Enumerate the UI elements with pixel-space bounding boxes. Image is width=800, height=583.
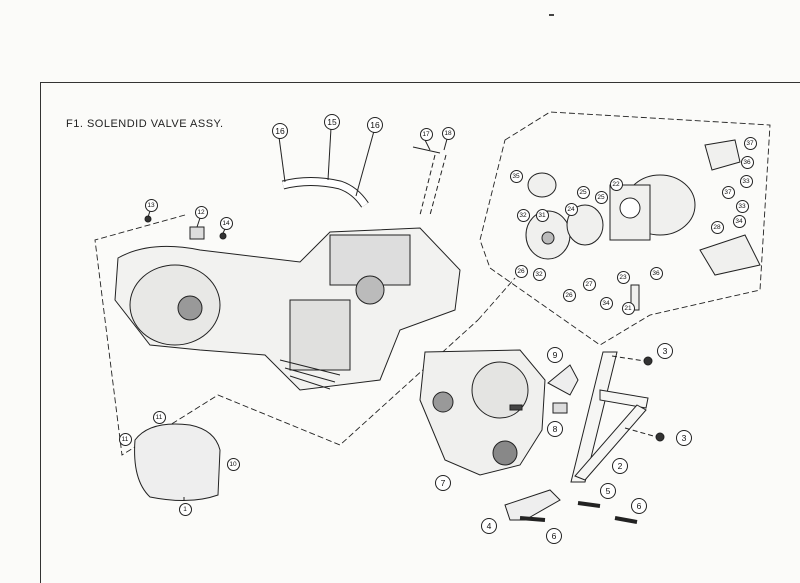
callout-21: 21 [621,301,635,315]
callout-34: 34 [599,296,613,310]
bracket-plate-9 [547,364,579,396]
callout-18: 18 [441,126,455,140]
callout-2: 2 [612,458,628,474]
bracket-17-18 [412,138,448,216]
callout-15: 15 [324,114,340,130]
callout-25: 25 [594,190,608,204]
callout-23: 23 [616,270,630,284]
callout-34: 34 [732,214,746,228]
callout-16: 16 [272,123,288,139]
diagram-frame [40,82,800,583]
dashed-group-outlines [94,111,771,456]
callout-32: 32 [516,208,530,222]
callout-32: 32 [532,267,546,281]
callout-12: 12 [194,205,208,219]
bushing-8 [552,402,568,414]
detail-starter-assembly [525,139,761,311]
diagram-title: F1. SOLENDID VALVE ASSY. [66,118,224,130]
callout-1: 1 [178,502,192,516]
swing-arm [570,351,665,483]
callout-8: 8 [547,421,563,437]
cover-part-1 [134,423,221,502]
callout-11: 11 [152,410,166,424]
callout-37: 37 [743,136,757,150]
callout-33: 33 [735,199,749,213]
engine-assembly [114,227,461,391]
callout-11: 11 [118,432,132,446]
callout-27: 27 [582,277,596,291]
callout-35: 35 [509,169,523,183]
scan-mark [549,14,554,16]
mount-bracket-4 [504,489,638,524]
callout-16: 16 [367,117,383,133]
solenoid-valve [144,210,227,240]
callout-28: 28 [710,220,724,234]
callout-17: 17 [419,127,433,141]
callout-7: 7 [435,475,451,491]
callout-37: 37 [721,185,735,199]
callout-3: 3 [676,430,692,446]
callout-6: 6 [631,498,647,514]
hose [278,127,375,208]
transmission-housing [419,349,546,476]
callout-22: 22 [609,177,623,191]
callout-26: 26 [514,264,528,278]
callout-33: 33 [739,174,753,188]
callout-14: 14 [219,216,233,230]
callout-26: 26 [562,288,576,302]
callout-24: 24 [564,202,578,216]
callout-31: 31 [535,208,549,222]
callout-6: 6 [546,528,562,544]
callout-36: 36 [649,266,663,280]
callout-10: 10 [226,457,240,471]
callout-25: 25 [576,185,590,199]
callout-36: 36 [740,155,754,169]
callout-3: 3 [657,343,673,359]
callout-5: 5 [600,483,616,499]
callout-9: 9 [547,347,563,363]
callout-13: 13 [144,198,158,212]
callout-4: 4 [481,518,497,534]
